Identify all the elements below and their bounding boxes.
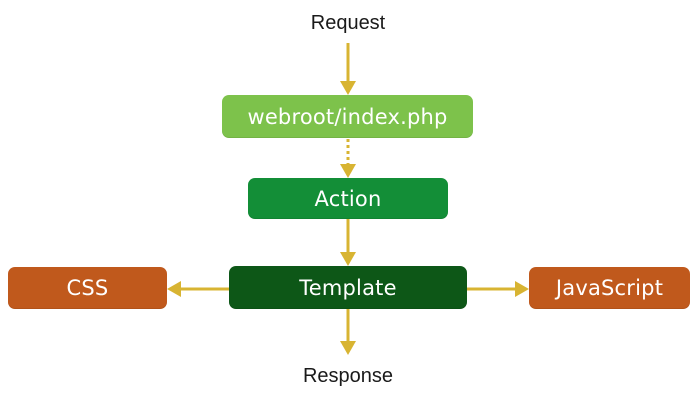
arrowhead-left-css [167, 281, 181, 297]
arrowhead-down-webroot [340, 81, 356, 95]
css-node: CSS [8, 267, 167, 309]
response-label: Response [302, 365, 394, 387]
webroot-index-node: webroot/index.php [222, 95, 473, 138]
arrowhead-down-action [340, 164, 356, 178]
arrowhead-right-javascript [515, 281, 529, 297]
action-node: Action [248, 178, 448, 219]
arrowhead-down-response [340, 341, 356, 355]
javascript-node: JavaScript [529, 267, 690, 309]
template-node: Template [229, 266, 467, 309]
arrowhead-down-template [340, 252, 356, 266]
request-label: Request [310, 12, 386, 34]
